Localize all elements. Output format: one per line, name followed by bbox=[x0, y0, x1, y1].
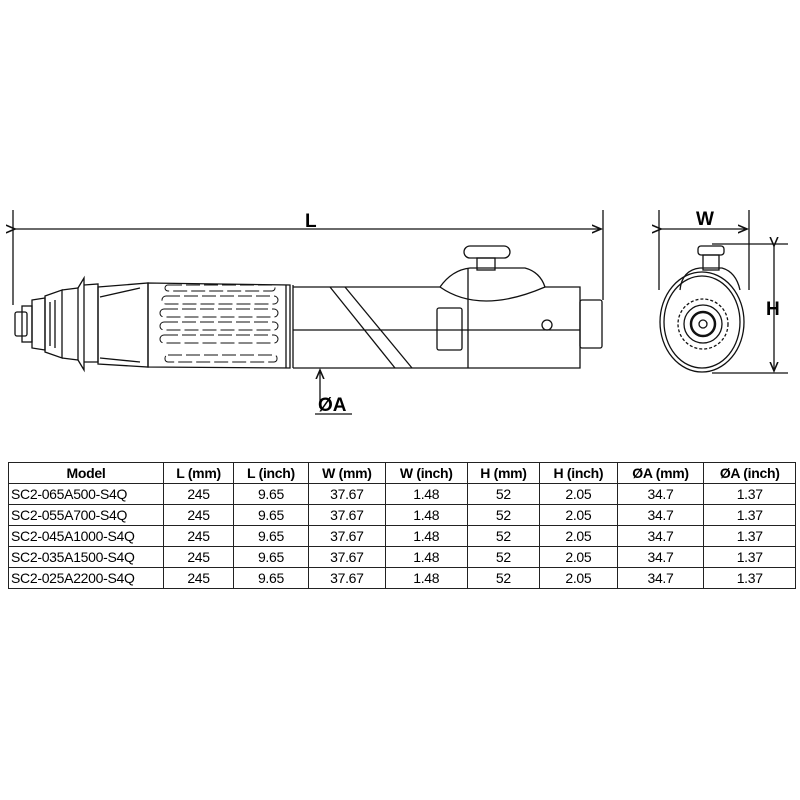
value-cell: 245 bbox=[162, 525, 235, 547]
value-cell: 1.48 bbox=[384, 546, 468, 568]
value-cell: 9.65 bbox=[233, 546, 309, 568]
column-header: ØA (mm) bbox=[616, 462, 705, 484]
value-cell: 1.37 bbox=[703, 546, 796, 568]
model-cell: SC2-045A1000-S4Q bbox=[8, 525, 164, 547]
value-cell: 52 bbox=[466, 483, 541, 505]
value-cell: 2.05 bbox=[539, 504, 618, 526]
value-cell: 52 bbox=[466, 546, 541, 568]
height-label: H bbox=[766, 299, 780, 320]
column-header: H (inch) bbox=[539, 462, 618, 484]
value-cell: 1.37 bbox=[703, 504, 796, 526]
column-header: Model bbox=[8, 462, 164, 484]
value-cell: 34.7 bbox=[616, 567, 705, 589]
tool-end-view: W H bbox=[659, 209, 788, 374]
value-cell: 9.65 bbox=[233, 567, 309, 589]
value-cell: 9.65 bbox=[233, 504, 309, 526]
value-cell: 1.48 bbox=[384, 504, 468, 526]
value-cell: 1.37 bbox=[703, 567, 796, 589]
value-cell: 52 bbox=[466, 504, 541, 526]
value-cell: 1.37 bbox=[703, 525, 796, 547]
value-cell: 2.05 bbox=[539, 546, 618, 568]
value-cell: 245 bbox=[162, 504, 235, 526]
value-cell: 245 bbox=[162, 546, 235, 568]
length-label: L bbox=[305, 211, 317, 232]
table-header-row: Model L (mm) L (inch) W (mm) W (inch) H … bbox=[8, 462, 796, 484]
value-cell: 245 bbox=[162, 567, 235, 589]
column-header: W (inch) bbox=[384, 462, 468, 484]
grip-vents bbox=[159, 284, 279, 363]
value-cell: 1.48 bbox=[384, 483, 468, 505]
screwdriver-dimension-drawing: L ØA bbox=[0, 209, 788, 416]
column-header: ØA (inch) bbox=[703, 462, 796, 484]
value-cell: 34.7 bbox=[616, 504, 705, 526]
value-cell: 9.65 bbox=[233, 483, 309, 505]
model-cell: SC2-025A2200-S4Q bbox=[8, 567, 164, 589]
value-cell: 34.7 bbox=[616, 546, 705, 568]
value-cell: 37.67 bbox=[307, 483, 386, 505]
width-label: W bbox=[696, 209, 714, 230]
value-cell: 37.67 bbox=[307, 525, 386, 547]
value-cell: 52 bbox=[466, 567, 541, 589]
value-cell: 245 bbox=[162, 483, 235, 505]
value-cell: 34.7 bbox=[616, 483, 705, 505]
column-header: H (mm) bbox=[466, 462, 541, 484]
value-cell: 34.7 bbox=[616, 525, 705, 547]
model-cell: SC2-065A500-S4Q bbox=[8, 483, 164, 505]
column-header: L (inch) bbox=[233, 462, 309, 484]
value-cell: 2.05 bbox=[539, 483, 618, 505]
value-cell: 9.65 bbox=[233, 525, 309, 547]
value-cell: 1.48 bbox=[384, 567, 468, 589]
value-cell: 37.67 bbox=[307, 546, 386, 568]
model-dimensions-table: Model L (mm) L (inch) W (mm) W (inch) H … bbox=[8, 462, 796, 589]
value-cell: 37.67 bbox=[307, 504, 386, 526]
value-cell: 1.37 bbox=[703, 483, 796, 505]
value-cell: 52 bbox=[466, 525, 541, 547]
column-header: W (mm) bbox=[307, 462, 386, 484]
diameter-label: ØA bbox=[318, 395, 347, 416]
length-dimension: L bbox=[13, 210, 604, 305]
column-header: L (mm) bbox=[162, 462, 235, 484]
value-cell: 1.48 bbox=[384, 525, 468, 547]
value-cell: 37.67 bbox=[307, 567, 386, 589]
value-cell: 2.05 bbox=[539, 567, 618, 589]
value-cell: 2.05 bbox=[539, 525, 618, 547]
model-cell: SC2-035A1500-S4Q bbox=[8, 546, 164, 568]
tool-side-view: ØA bbox=[14, 245, 603, 416]
model-cell: SC2-055A700-S4Q bbox=[8, 504, 164, 526]
